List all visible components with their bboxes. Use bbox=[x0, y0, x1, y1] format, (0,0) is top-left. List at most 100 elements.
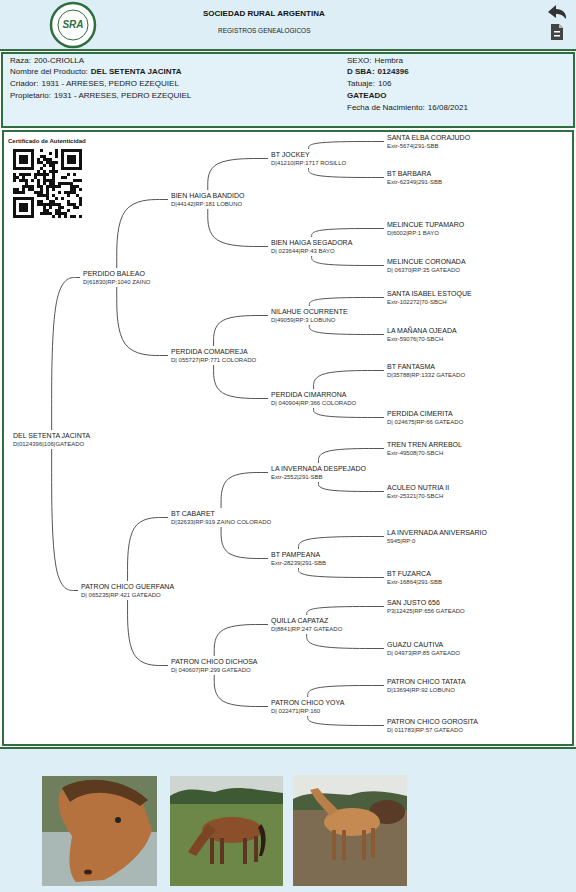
qr-module bbox=[13, 197, 16, 200]
horse-name: PATRON CHICO GOROSITA bbox=[387, 717, 478, 726]
registration-number: D|6002|RP:1 BAYO bbox=[387, 229, 464, 237]
qr-module bbox=[37, 185, 40, 188]
pedigree-link bbox=[214, 365, 268, 399]
qr-module bbox=[76, 206, 79, 209]
horse-name: LA INVERNADA DESPEJADO bbox=[271, 464, 366, 473]
horse-name: DEL SETENTA JACINTA bbox=[13, 431, 90, 440]
qr-module bbox=[79, 155, 82, 158]
photo-trees bbox=[170, 788, 283, 804]
info-field: Criador: bbox=[10, 79, 38, 88]
qr-module bbox=[64, 212, 67, 215]
horse-nostril bbox=[84, 870, 92, 875]
qr-module bbox=[73, 206, 76, 209]
qr-module bbox=[73, 167, 76, 170]
horse-leg bbox=[254, 836, 258, 862]
registration-number: Extr-16864|291-SBB bbox=[387, 578, 442, 586]
registration-number: D|8841|RP:247 GATEADO bbox=[271, 625, 342, 633]
horse-entry: PERDIDO BALEAOD|61830|RP:1040 ZAINO bbox=[82, 269, 152, 286]
qr-module bbox=[49, 158, 52, 161]
registration-number: Extr-102272|70-SBCH bbox=[387, 298, 472, 306]
horse-entry: GUAZU CAUTIVAD| 04973|RP:85 GATEADO bbox=[386, 640, 461, 657]
qr-module bbox=[64, 215, 67, 218]
pedigree-link bbox=[214, 675, 268, 707]
horse-name: BT FUZARCA bbox=[387, 569, 442, 578]
qr-module bbox=[46, 197, 49, 200]
horse-leg bbox=[210, 838, 214, 864]
qr-module bbox=[31, 188, 34, 191]
qr-module bbox=[73, 158, 76, 161]
qr-module bbox=[73, 185, 76, 188]
qr-module bbox=[52, 194, 55, 197]
qr-module bbox=[79, 188, 82, 191]
qr-module bbox=[61, 176, 64, 179]
qr-module bbox=[31, 155, 34, 158]
qr-module bbox=[61, 182, 64, 185]
qr-module bbox=[25, 167, 28, 170]
pedigree-link bbox=[221, 473, 268, 509]
horse-entry: DEL SETENTA JACINTAD|0124396|106|GATEADO bbox=[12, 431, 91, 448]
registration-number: D|41210|RP:1717 ROSILLO bbox=[271, 159, 346, 167]
export-icon-line bbox=[554, 35, 560, 37]
horse-name: PERDIDA COMADREJA bbox=[171, 347, 256, 356]
qr-module bbox=[58, 215, 61, 218]
qr-module bbox=[19, 191, 22, 194]
horse-entry: LA INVERNADA ANIVERSARIO5945|RP:0 bbox=[386, 528, 488, 545]
horse-entry: BT JOCKEYD|41210|RP:1717 ROSILLO bbox=[270, 150, 347, 167]
export-icon-fold bbox=[559, 24, 563, 28]
qr-module bbox=[43, 206, 46, 209]
qr-module bbox=[22, 149, 25, 152]
pedigree-link bbox=[128, 600, 168, 666]
pedigree-link bbox=[208, 209, 268, 247]
qr-module bbox=[34, 191, 37, 194]
pedigree-link bbox=[128, 518, 168, 582]
qr-module bbox=[79, 158, 82, 161]
qr-module bbox=[25, 197, 28, 200]
registration-number: Extr-5674|291-SBB bbox=[387, 142, 470, 150]
qr-module bbox=[67, 161, 70, 164]
logo-ring bbox=[51, 3, 95, 47]
pedigree-link bbox=[314, 408, 384, 418]
qr-module bbox=[13, 161, 16, 164]
header-band bbox=[0, 0, 576, 50]
qr-module bbox=[49, 170, 52, 173]
horse-name: BT CABARET bbox=[171, 509, 271, 518]
qr-module bbox=[22, 185, 25, 188]
qr-module bbox=[55, 170, 58, 173]
photo-ground bbox=[42, 776, 157, 886]
horse-entry: ACULEO NUTRIA IIExtr-25321|70-SBCH bbox=[386, 483, 450, 500]
qr-module bbox=[76, 185, 79, 188]
qr-module bbox=[40, 200, 43, 203]
pedigree-link bbox=[221, 527, 268, 559]
horse-entry: MELINCUE CORONADAD| 06370|RP:35 GATEADO bbox=[386, 257, 467, 274]
qr-module bbox=[61, 212, 64, 215]
qr-module bbox=[70, 161, 73, 164]
qr-module bbox=[19, 158, 22, 161]
horse-name: BIEN HAIGA BANDIDO bbox=[171, 191, 245, 200]
pedigree-link bbox=[117, 200, 168, 269]
qr-module bbox=[31, 152, 34, 155]
qr-module bbox=[31, 212, 34, 215]
qr-module bbox=[31, 185, 34, 188]
registration-number: D| 040904|RP:366 COLORADO bbox=[271, 399, 356, 407]
horse-name: PATRON CHICO GUERFANA bbox=[81, 582, 174, 591]
registration-number: D| 022471|RP:160 bbox=[271, 707, 344, 715]
horse-name: LA MAÑANA OJEADA bbox=[387, 326, 457, 335]
qr-module bbox=[13, 176, 16, 179]
registration-number: D|35788|RP:1332 GATEADO bbox=[387, 371, 465, 379]
qr-module bbox=[52, 215, 55, 218]
qr-module bbox=[46, 179, 49, 182]
qr-module bbox=[61, 164, 64, 167]
qr-module bbox=[37, 200, 40, 203]
registration-number: D|0124396|106|GATEADO bbox=[13, 440, 90, 448]
info-field: Hembra bbox=[374, 56, 402, 65]
page-title: SOCIEDAD RURAL ARGENTINA bbox=[203, 9, 325, 18]
qr-module bbox=[19, 206, 22, 209]
qr-module bbox=[31, 209, 34, 212]
horse-entry: SAN JUSTO 656P3|12425|RP:656 GATEADO bbox=[386, 598, 466, 615]
pedigree-link bbox=[214, 316, 268, 347]
horse-entry: PATRON CHICO DICHOSAD| 040607|RP:299 GAT… bbox=[170, 657, 258, 674]
qr-module bbox=[46, 212, 49, 215]
qr-module bbox=[22, 191, 25, 194]
registration-number: D| 011783|RP:57 GATEADO bbox=[387, 726, 478, 734]
